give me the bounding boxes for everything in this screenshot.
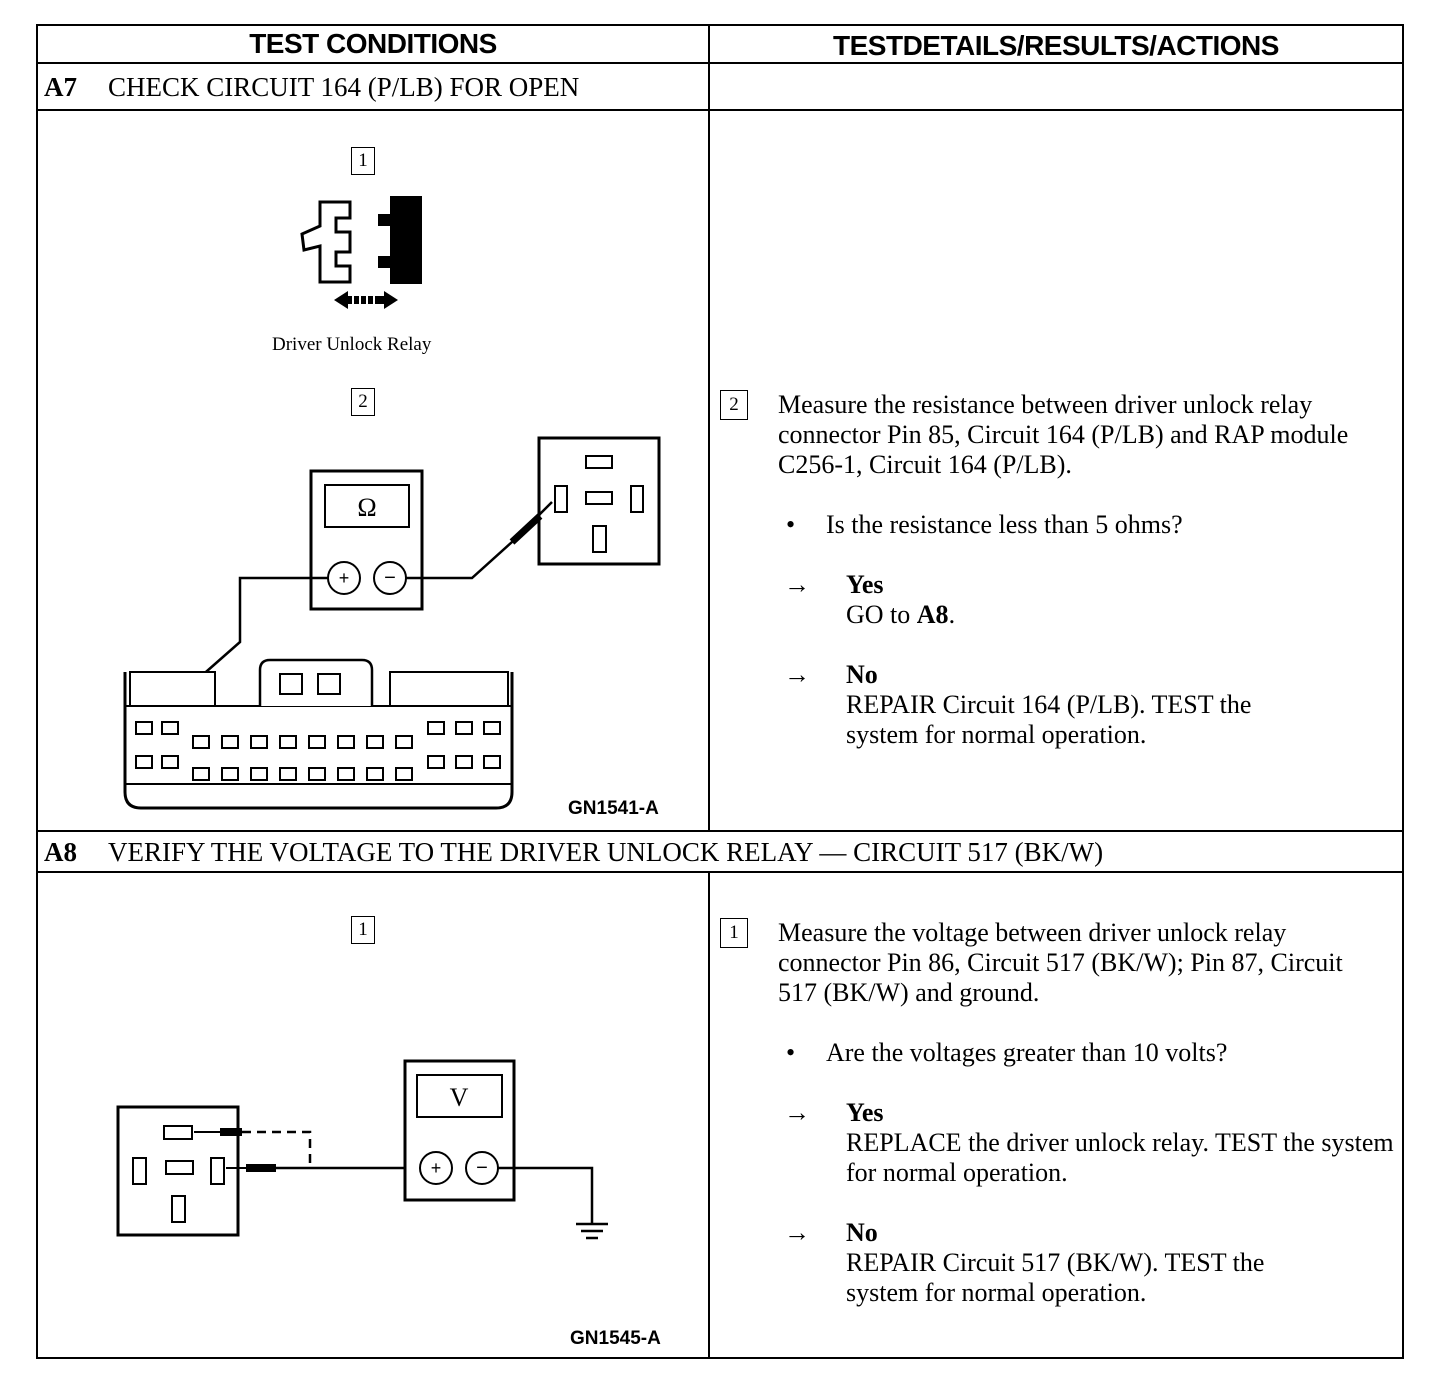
detail-question: Is the resistance less than 5 ohms?: [826, 510, 1183, 539]
column-divider: [708, 872, 710, 1359]
relay-socket-icon: [116, 1105, 240, 1237]
column-header-conditions: TEST CONDITIONS: [249, 28, 497, 59]
table-divider: [36, 109, 1404, 111]
voltmeter-icon: [403, 1059, 516, 1202]
step-id: A8: [44, 836, 77, 867]
detail-step-number: 1: [720, 918, 748, 948]
detail-instruction: Measure the resistance between driver un…: [778, 390, 1349, 479]
yes-label: Yes: [846, 1098, 884, 1127]
yes-result: → Yes GO to A8.: [784, 570, 956, 630]
resistance-test-diagram: Ω + −: [123, 436, 661, 810]
arrow-icon: →: [784, 660, 810, 689]
detail-question: Are the voltages greater than 10 volts?: [826, 1038, 1228, 1067]
ground-icon: [576, 1222, 608, 1240]
step-title: VERIFY THE VOLTAGE TO THE DRIVER UNLOCK …: [108, 836, 1104, 867]
no-result: → No REPAIR Circuit 517 (BK/W). TEST the…: [784, 1218, 1326, 1308]
figure-id: GN1545-A: [570, 1328, 661, 1349]
rap-module-connector-icon: [123, 658, 514, 810]
plus-terminal: +: [339, 568, 350, 588]
column-header-details: TESTDETAILS/RESULTS/ACTIONS: [833, 30, 1279, 61]
yes-result: → Yes REPLACE the driver unlock relay. T…: [784, 1098, 1396, 1188]
no-label: No: [846, 660, 878, 689]
step-number-box: 1: [351, 916, 375, 944]
arrow-icon: →: [784, 570, 810, 599]
step-number-box: 1: [351, 147, 375, 175]
double-arrow-icon: [334, 291, 398, 309]
yes-action: GO to A8.: [846, 600, 956, 629]
column-divider: [708, 24, 710, 110]
step-id: A7: [44, 71, 77, 102]
step-title: CHECK CIRCUIT 164 (P/LB) FOR OPEN: [108, 71, 580, 102]
plus-terminal: +: [431, 1158, 442, 1178]
step-header-a8: A8 VERIFY THE VOLTAGE TO THE DRIVER UNLO…: [44, 834, 1103, 870]
bullet-icon: •: [786, 1038, 796, 1067]
diagram-caption: Driver Unlock Relay: [272, 334, 432, 355]
arrow-icon: →: [784, 1218, 810, 1247]
test-table: [36, 24, 1404, 1359]
detail-instruction: Measure the voltage between driver unloc…: [778, 918, 1343, 1007]
voltage-test-diagram: V + −: [116, 1059, 608, 1240]
arrow-icon: →: [784, 1098, 810, 1127]
yes-label: Yes: [846, 570, 884, 599]
no-action: REPAIR Circuit 517 (BK/W). TEST the syst…: [846, 1248, 1265, 1307]
step-number-box: 2: [351, 388, 375, 416]
ohmmeter-icon: [309, 469, 424, 611]
relay-socket-icon: [537, 436, 661, 566]
column-divider: [708, 110, 710, 832]
minus-terminal: −: [476, 1157, 488, 1179]
bullet-icon: •: [786, 510, 796, 539]
no-label: No: [846, 1218, 878, 1247]
figure-id: GN1541-A: [568, 798, 659, 819]
table-divider: [36, 62, 1404, 64]
table-divider: [36, 871, 1404, 873]
yes-action: REPLACE the driver unlock relay. TEST th…: [846, 1128, 1394, 1187]
minus-terminal: −: [384, 567, 396, 589]
step-reference: A8: [916, 600, 949, 629]
detail-step-number: 2: [720, 390, 748, 420]
meter-symbol: V: [450, 1083, 469, 1112]
relay-connector-icon: [300, 196, 422, 309]
meter-symbol: Ω: [357, 493, 376, 522]
table-divider: [36, 830, 1404, 832]
no-result: → No REPAIR Circuit 164 (P/LB). TEST the…: [784, 660, 1326, 750]
no-action: REPAIR Circuit 164 (P/LB). TEST the syst…: [846, 690, 1252, 749]
step-header-a7: A7 CHECK CIRCUIT 164 (P/LB) FOR OPEN: [44, 68, 579, 106]
